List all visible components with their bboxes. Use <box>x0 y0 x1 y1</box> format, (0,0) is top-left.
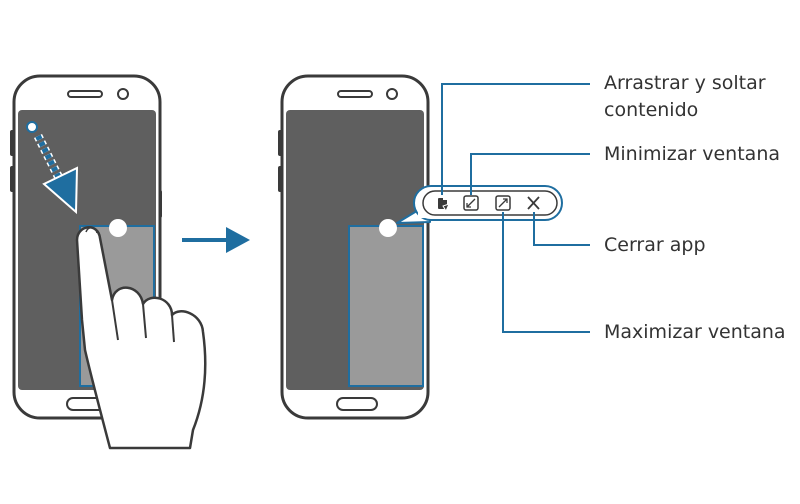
right-phone <box>278 74 430 420</box>
maximize-icon[interactable] <box>495 195 511 211</box>
leader-close <box>533 212 590 246</box>
leader-lines <box>441 83 590 333</box>
hand-fingernail <box>85 226 98 234</box>
left-phone-camera <box>117 88 129 100</box>
control-bar-body <box>422 190 558 216</box>
leader-maximize <box>502 212 590 333</box>
arrow-right-icon <box>182 227 250 253</box>
touch-point-right <box>379 219 397 237</box>
swipe-arrow-head <box>42 166 79 215</box>
right-phone-home-button <box>336 397 378 411</box>
callout-drag-drop-line1: Arrastrar y soltar <box>604 72 766 94</box>
close-icon[interactable] <box>527 196 540 210</box>
hand-crease-2 <box>142 303 147 339</box>
drag-drop-icon[interactable] <box>438 196 450 213</box>
minimize-icon[interactable] <box>463 195 479 211</box>
hand-crease-1 <box>111 299 119 341</box>
left-phone-speaker <box>67 90 103 98</box>
right-phone-speaker <box>337 90 373 98</box>
corner-start-dot <box>26 121 38 133</box>
right-phone-popup-window <box>348 225 424 387</box>
callout-drag-drop-line2: contenido <box>604 99 699 121</box>
hand-shape <box>75 226 207 450</box>
hand-icon <box>75 226 207 450</box>
callout-close: Cerrar app <box>604 234 706 256</box>
callout-minimize: Minimizar ventana <box>604 143 781 165</box>
leader-drag-drop <box>441 83 590 195</box>
touch-point-left <box>109 219 127 237</box>
popup-control-bar <box>396 185 563 224</box>
right-phone-camera <box>386 88 398 100</box>
leader-minimize <box>470 153 590 195</box>
callout-maximize: Maximizar ventana <box>604 321 786 343</box>
hand-crease-3 <box>171 314 175 343</box>
arrow-right-head <box>226 227 250 253</box>
swipe-trail <box>35 134 63 182</box>
callout-drag-drop: Arrastrar y soltar contenido <box>604 70 766 124</box>
